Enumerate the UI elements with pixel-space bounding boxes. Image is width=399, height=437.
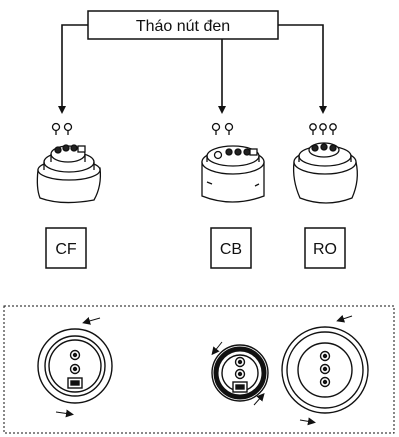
screw-plug-icon bbox=[51, 122, 73, 135]
screw-plug-icon bbox=[309, 123, 337, 135]
filter-label-ro-text: RO bbox=[313, 241, 337, 258]
filter-label-cb: CB bbox=[210, 227, 252, 269]
rotate-arrow-icon bbox=[299, 314, 353, 426]
filter-top-view-icon bbox=[211, 344, 269, 402]
filter-label-cf: CF bbox=[45, 227, 87, 269]
filter-cap-cb bbox=[201, 122, 265, 203]
rotate-arrow-icon bbox=[211, 341, 265, 406]
filter-label-cb-text: CB bbox=[220, 241, 242, 258]
filter-cap-cf bbox=[36, 122, 102, 204]
rotate-arrow-icon bbox=[55, 317, 101, 418]
filter-label-cf-text: CF bbox=[55, 241, 77, 258]
filter-cap-ro bbox=[292, 123, 358, 204]
arrow-to-cf bbox=[58, 24, 88, 114]
filter-top-view-icon bbox=[37, 328, 113, 404]
instruction-callout: Tháo nút đen bbox=[87, 10, 279, 40]
instruction-label: Tháo nút đen bbox=[136, 18, 230, 35]
screw-plug-icon bbox=[211, 122, 234, 135]
arrow-down-icon bbox=[58, 24, 327, 114]
filter-label-ro: RO bbox=[304, 227, 346, 269]
arrow-to-ro bbox=[278, 24, 327, 114]
top-view-panel bbox=[3, 305, 395, 434]
filter-top-view-icon bbox=[281, 326, 369, 414]
